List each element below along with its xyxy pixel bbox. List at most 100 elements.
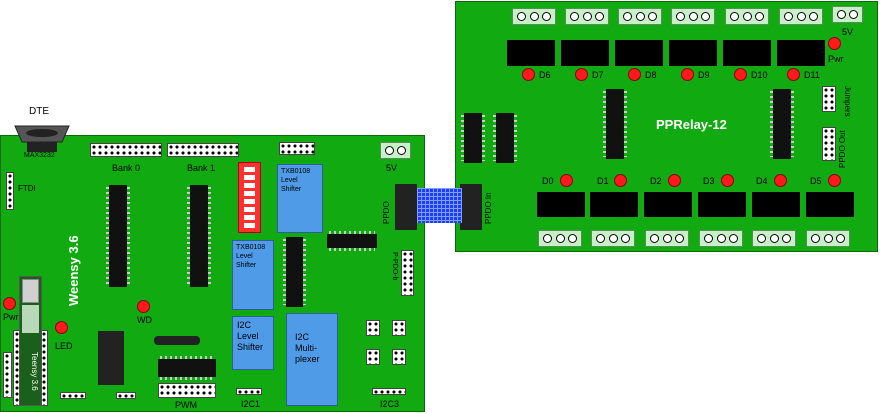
led-d6 <box>522 68 535 81</box>
small-header <box>60 392 86 399</box>
relay <box>615 40 663 66</box>
power-terminal <box>380 142 411 159</box>
small-header <box>3 352 12 398</box>
pwr-led <box>3 297 16 310</box>
ppdo-connector <box>395 184 417 230</box>
ribbon-cable <box>417 188 462 223</box>
power-terminal <box>832 6 863 23</box>
dip-switch[interactable] <box>238 162 261 233</box>
led-label: D3 <box>703 176 715 186</box>
i2c1-header <box>236 388 262 395</box>
i2c-shifter-label: I2C Level Shifter <box>237 320 264 352</box>
txb0108-label: TXB0108 Level Shifter <box>236 244 266 269</box>
pwm-header <box>158 383 216 398</box>
i2c-header <box>366 349 380 365</box>
relay <box>669 40 717 66</box>
dip-ic <box>187 185 211 287</box>
led-d8 <box>628 68 641 81</box>
soic-ic <box>327 231 377 251</box>
terminal-block <box>725 8 769 25</box>
left-led-label: LED <box>55 341 73 351</box>
relay <box>777 40 825 66</box>
led-label: D0 <box>542 176 554 186</box>
teensy-label: Teensy 3.6 <box>30 352 39 391</box>
i2c-header <box>366 320 380 336</box>
led-d9 <box>681 68 694 81</box>
led-label: D10 <box>751 70 768 80</box>
terminal-block <box>806 230 850 247</box>
led-label: D4 <box>756 176 768 186</box>
usb-connector <box>22 279 39 303</box>
led-d4 <box>774 174 787 187</box>
soic-ic <box>158 356 216 380</box>
relay <box>752 192 800 217</box>
ppdo-b-label: P-PDO-b <box>391 252 398 281</box>
db9-connector <box>14 125 70 152</box>
left-pwr-label: Pwr <box>3 312 19 322</box>
terminal-block <box>699 230 743 247</box>
led-d10 <box>734 68 747 81</box>
ftdi-label: FTDI <box>18 184 36 193</box>
i2c-level-shifter: I2C Level Shifter <box>232 316 274 370</box>
terminal-block <box>752 230 796 247</box>
regulator <box>98 331 124 385</box>
terminal-block <box>671 8 715 25</box>
terminal-block <box>591 230 635 247</box>
relay <box>698 192 746 217</box>
right-5v-label: 5V <box>842 27 854 37</box>
terminal-block <box>618 8 662 25</box>
txb0108-label: TXB0108 Level Shifter <box>281 168 311 193</box>
ppdo-label: PPDO <box>382 201 391 224</box>
led-d5 <box>828 174 841 187</box>
board-title: Weensy 3.6 <box>66 235 81 306</box>
dip-ic <box>493 113 517 163</box>
pwr-led <box>828 37 841 50</box>
pwm-label: PWM <box>175 400 197 410</box>
relay <box>537 192 585 217</box>
bank1-header <box>167 143 239 157</box>
ftdi-header <box>6 172 14 210</box>
ppdo-out-header <box>822 127 836 161</box>
led-label: D5 <box>810 176 822 186</box>
dte-label: DTE <box>29 106 49 117</box>
led-d3 <box>721 174 734 187</box>
led-d2 <box>668 174 681 187</box>
led-d11 <box>787 68 800 81</box>
led-label: D8 <box>645 70 657 80</box>
txb0108-level-shifter-top: TXB0108 Level Shifter <box>277 164 323 233</box>
ppdo-out-label: PPDO Out <box>838 130 847 168</box>
led-label: D7 <box>592 70 604 80</box>
board-title: PPRelay-12 <box>656 117 727 132</box>
led-label: D1 <box>597 176 609 186</box>
terminal-block <box>512 8 556 25</box>
relay <box>561 40 609 66</box>
max3232-label: MAX3232 <box>24 152 55 159</box>
small-header <box>116 392 136 399</box>
relay <box>507 40 555 66</box>
relay <box>806 192 854 217</box>
relay <box>644 192 692 217</box>
bank0-label: Bank 0 <box>112 163 141 173</box>
wd-led <box>137 300 150 313</box>
jumper-header <box>822 86 836 112</box>
status-led <box>55 321 68 334</box>
led-d0 <box>560 174 573 187</box>
i2c-header <box>392 349 406 365</box>
i2c-multiplexer: I2C Multi-plexer <box>286 313 338 406</box>
led-label: D2 <box>650 176 662 186</box>
header-small <box>279 142 315 155</box>
relay <box>590 192 638 217</box>
led-d7 <box>575 68 588 81</box>
i2c3-header <box>372 388 406 395</box>
txb0108-level-shifter-mid: TXB0108 Level Shifter <box>232 240 274 310</box>
i2c-mux-label: I2C Multi-plexer <box>295 332 320 364</box>
wd-label: WD <box>137 315 152 325</box>
dip-ic <box>603 89 627 159</box>
terminal-block <box>779 8 823 25</box>
terminal-block <box>645 230 689 247</box>
led-label: D11 <box>804 70 820 80</box>
dip-ic <box>106 185 130 287</box>
i2c1-label: I2C1 <box>241 399 261 409</box>
led-d1 <box>614 174 627 187</box>
dip-ic <box>461 113 485 163</box>
